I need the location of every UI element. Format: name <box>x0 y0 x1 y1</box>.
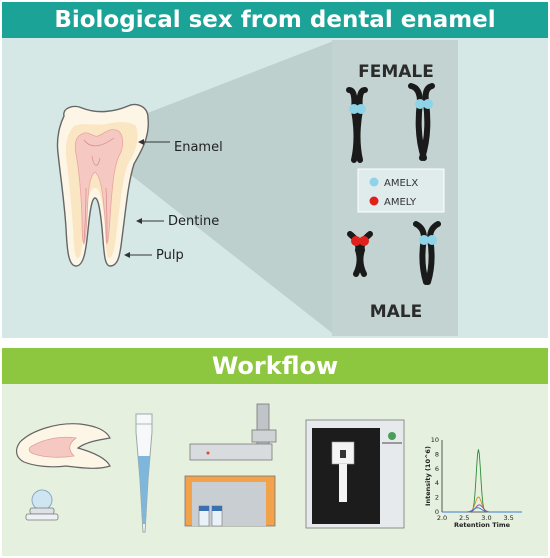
dentine-label: Dentine <box>168 214 219 229</box>
chart-series-line <box>442 507 522 513</box>
workflow-banner: Workflow <box>2 348 548 384</box>
hplc-instrument-icon <box>184 403 277 527</box>
tooth-sample-icon <box>15 423 111 521</box>
chart-y-label: Intensity (10^6) <box>424 446 432 506</box>
chart-series-line <box>442 504 522 513</box>
tooth-diagram: Enamel Dentine Pulp FEMALE <box>56 40 458 336</box>
male-label: MALE <box>370 302 423 322</box>
workflow-diagram: 10 8 6 4 2 02.0 2.5 3.0 3.5 Intensity (10^6) Ret… <box>15 403 522 533</box>
chart-x-tick: 3.0 <box>481 514 491 522</box>
female-chromosome-pair-2 <box>408 83 435 161</box>
chart-y-tick: 8 <box>435 450 439 458</box>
zoom-wedge <box>122 40 336 336</box>
chart-x-label: Retention Time <box>454 521 511 529</box>
chart-x-tick: 2.5 <box>459 514 469 522</box>
dentine-pointer <box>136 218 164 224</box>
chart-y-tick: 4 <box>435 479 439 487</box>
male-chromosome-x <box>413 221 441 285</box>
female-label: FEMALE <box>358 62 434 82</box>
mass-spectrometer-icon <box>305 419 405 529</box>
chart-x-tick: 2.0 <box>437 514 447 522</box>
legend-box <box>357 168 445 213</box>
tooth-icon <box>56 103 150 267</box>
chart-x-tick: 3.5 <box>503 514 513 522</box>
tooth-panel: Enamel Dentine Pulp FEMALE <box>2 38 548 338</box>
page-title: Biological sex from dental enamel <box>54 7 496 33</box>
pulp-label: Pulp <box>156 248 184 263</box>
male-chromosome-y <box>347 231 373 277</box>
amelx-swatch <box>369 177 379 187</box>
pulp-pointer <box>124 252 152 258</box>
chart-y-tick: 0 <box>435 508 439 516</box>
chart-y-tick: 2 <box>435 494 439 502</box>
female-chromosome-pair-1 <box>346 87 368 163</box>
amely-swatch <box>369 196 379 206</box>
enamel-label: Enamel <box>174 140 223 155</box>
enamel-pointer <box>138 139 170 145</box>
chart-series-line <box>442 449 522 513</box>
chromatogram-chart: 10 8 6 4 2 02.0 2.5 3.0 3.5 Intensity (10^6) Ret… <box>424 436 522 529</box>
legend-amelx: AMELX <box>384 178 418 189</box>
workflow-title: Workflow <box>211 352 339 380</box>
pipette-tip-icon <box>135 413 153 533</box>
legend-amely: AMELY <box>384 197 417 208</box>
chart-y-tick: 6 <box>435 465 439 473</box>
chart-y-tick: 10 <box>431 436 439 444</box>
title-banner: Biological sex from dental enamel <box>2 2 548 38</box>
